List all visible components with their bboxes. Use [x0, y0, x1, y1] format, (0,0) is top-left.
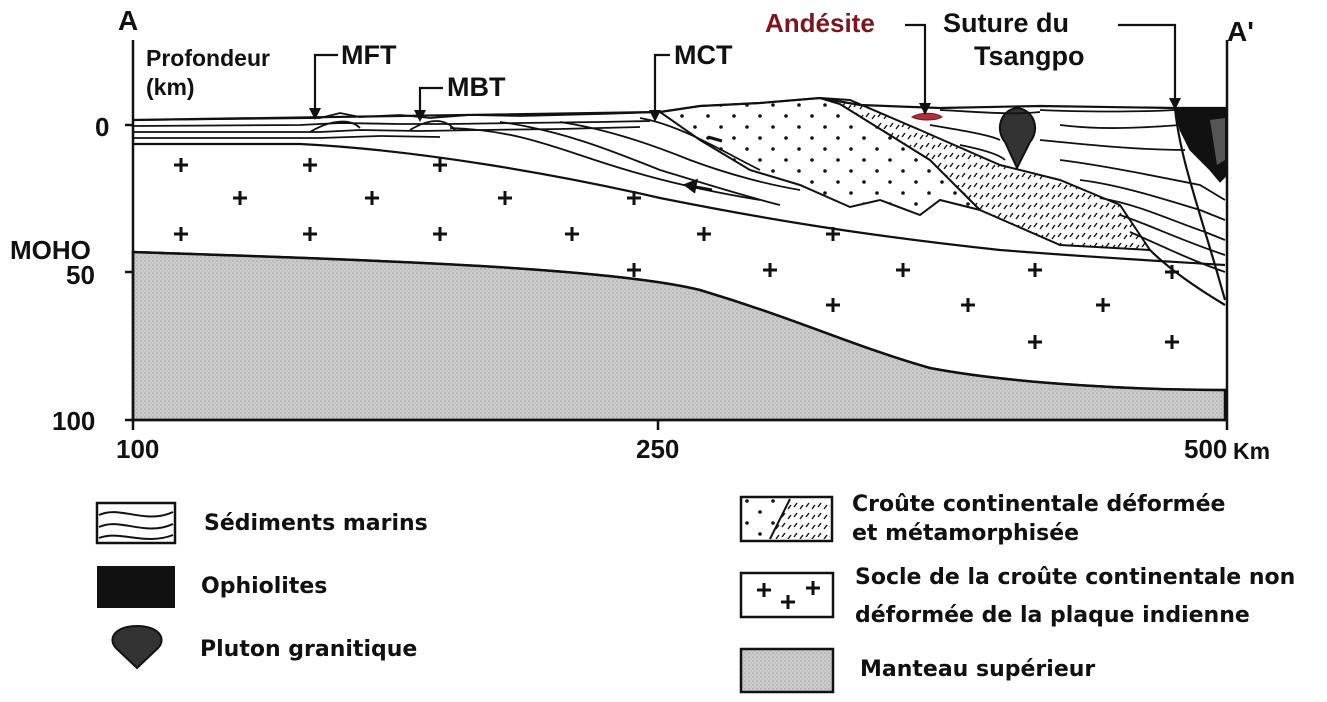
basement-cross	[303, 227, 317, 241]
basement-cross	[565, 227, 579, 241]
legend-deformed-crust-symbol	[739, 495, 834, 543]
basement-cross	[174, 158, 188, 172]
basement-cross	[961, 298, 975, 312]
basement-cross	[233, 191, 247, 205]
basement-cross	[763, 263, 777, 277]
distance-tick-250: 250	[636, 434, 680, 464]
section-end-label: A'	[1227, 16, 1254, 47]
deformed-crust-metamorphic	[819, 97, 1152, 252]
shear-arrows	[682, 135, 723, 194]
basement-cross	[498, 191, 512, 205]
basement-cross	[433, 158, 447, 172]
section-start-label: A	[118, 5, 139, 36]
legend-pluton-symbol	[111, 624, 163, 670]
upper-mantle	[131, 250, 1227, 422]
depth-axis-title: Profondeur (km)	[146, 45, 270, 100]
legend-socle-label-2: déformée de la plaque indienne	[855, 603, 1250, 628]
basement-cross	[1028, 263, 1042, 277]
legend-sediments-label: Sédiments marins	[204, 511, 428, 536]
legend-deformed-crust-label-2: et métamorphisée	[852, 521, 1080, 546]
legend-deformed-crust-label-1: Croûte continentale déformée	[852, 492, 1226, 517]
basement-cross	[826, 227, 840, 241]
basement-cross	[896, 263, 910, 277]
legend-ophiolites-symbol	[97, 566, 175, 608]
granite-pluton	[998, 106, 1037, 171]
basement-cross	[826, 298, 840, 312]
mct-label: MCT	[674, 40, 733, 70]
legend-socle-label-1: Socle de la croûte continentale non	[855, 565, 1296, 590]
basement-crosses	[174, 158, 1179, 349]
basement-cross	[697, 227, 711, 241]
basement-cross	[174, 227, 188, 241]
basement-cross	[1165, 265, 1179, 279]
andesite-label: Andésite	[765, 8, 875, 38]
moho-label: MOHO	[10, 235, 91, 265]
legend-mantle-symbol	[739, 647, 835, 694]
basement-cross	[1096, 298, 1110, 312]
basement-cross	[627, 263, 641, 277]
structure-lines	[132, 96, 1227, 392]
ophiolite-inner	[1210, 118, 1225, 165]
depth-tick-50: 50	[66, 260, 95, 290]
annotation-leaders	[313, 23, 1177, 112]
distance-tick-500: 500	[1184, 434, 1228, 464]
mbt-label: MBT	[447, 72, 506, 102]
annotation-arrowheads	[309, 98, 1181, 122]
distance-unit: Km	[1233, 438, 1271, 464]
suture-label-line2: Tsangpo	[974, 41, 1085, 71]
legend-mantle-label: Manteau supérieur	[860, 657, 1096, 682]
basement-cross	[433, 227, 447, 241]
depth-tick-100: 100	[52, 406, 96, 436]
legend-socle-symbol	[739, 571, 835, 619]
distance-tick-100: 100	[116, 434, 160, 464]
basement-cross	[303, 158, 317, 172]
legend-sediments-symbol	[95, 501, 177, 545]
basement-cross	[627, 191, 641, 205]
basement-cross	[1028, 335, 1042, 349]
mft-label: MFT	[341, 40, 397, 70]
axes	[125, 40, 1229, 430]
basement-cross	[1165, 335, 1179, 349]
andesite-body	[910, 112, 943, 121]
suture-label-line1: Suture du	[943, 8, 1069, 38]
depth-tick-0: 0	[95, 112, 110, 142]
basement-cross	[365, 191, 379, 205]
legend-pluton-label: Pluton granitique	[200, 637, 418, 662]
legend-ophiolites-label: Ophiolites	[201, 574, 328, 599]
